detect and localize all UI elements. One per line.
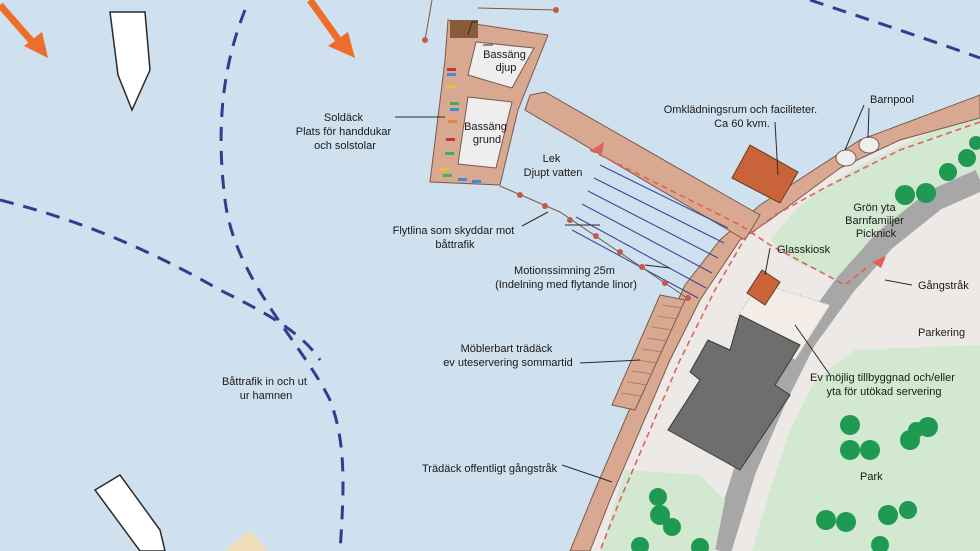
label-motionssimning: Motionssimning 25m (Indelning med flytan… <box>495 265 637 291</box>
label-soldack: Soldäck Plats för handdukar och solstola… <box>296 112 394 152</box>
towel-markers <box>440 68 481 183</box>
ice-cream-kiosk <box>746 269 781 306</box>
boat-bottom <box>93 474 166 551</box>
walkway-route <box>589 121 980 551</box>
kids-pool-2 <box>858 136 880 154</box>
leader-lines <box>395 104 913 483</box>
changing-rooms-building <box>731 144 799 204</box>
deck-planks <box>620 304 683 397</box>
furnishable-deck <box>611 294 686 411</box>
buoy-line <box>499 185 691 301</box>
sand-corner <box>225 530 268 551</box>
walkway-arrow-1 <box>592 142 604 154</box>
label-parkering: Parkering <box>918 327 965 339</box>
label-tillbyggnad: Ev möjlig tillbyggnad och/eller yta för … <box>810 372 958 398</box>
top-buoy-line <box>422 0 559 43</box>
pier <box>524 91 761 241</box>
label-park: Park <box>860 471 883 483</box>
pool-equipment <box>450 20 478 38</box>
label-battrafik: Båttrafik in och ut ur hamnen <box>222 376 310 402</box>
label-gron-yta: Grön yta Barnfamiljer Picknick <box>845 202 907 240</box>
label-glasskiosk: Glasskiosk <box>777 244 831 256</box>
pool-shallow <box>457 96 513 169</box>
label-barnpool: Barnpool <box>870 94 914 106</box>
label-tradack: Trädäck offentligt gångstråk <box>422 463 558 475</box>
flow-arrow <box>467 21 478 36</box>
label-lek: Lek Djupt vatten <box>524 153 583 179</box>
label-flytlina: Flytlina som skyddar mot båttrafik <box>393 225 518 251</box>
kids-pool-1 <box>835 149 857 167</box>
label-gangstrak: Gångstråk <box>918 280 969 292</box>
boat-top <box>109 11 151 112</box>
swim-lanes <box>571 164 729 299</box>
label-bassang-djup: Bassäng djup <box>483 49 529 74</box>
walkway-arrow-2 <box>872 256 886 268</box>
wind-arrows <box>0 0 355 58</box>
pool-deep <box>467 41 535 89</box>
label-moblerbart: Möblerbart trädäck ev uteservering somma… <box>443 343 573 369</box>
label-bassang-grund: Bassäng grund <box>464 121 510 146</box>
label-omkladning: Omklädningsrum och faciliteter. Ca 60 kv… <box>664 104 821 130</box>
trees <box>631 136 980 551</box>
restaurant-building <box>667 314 801 471</box>
green-area-family <box>770 118 980 282</box>
